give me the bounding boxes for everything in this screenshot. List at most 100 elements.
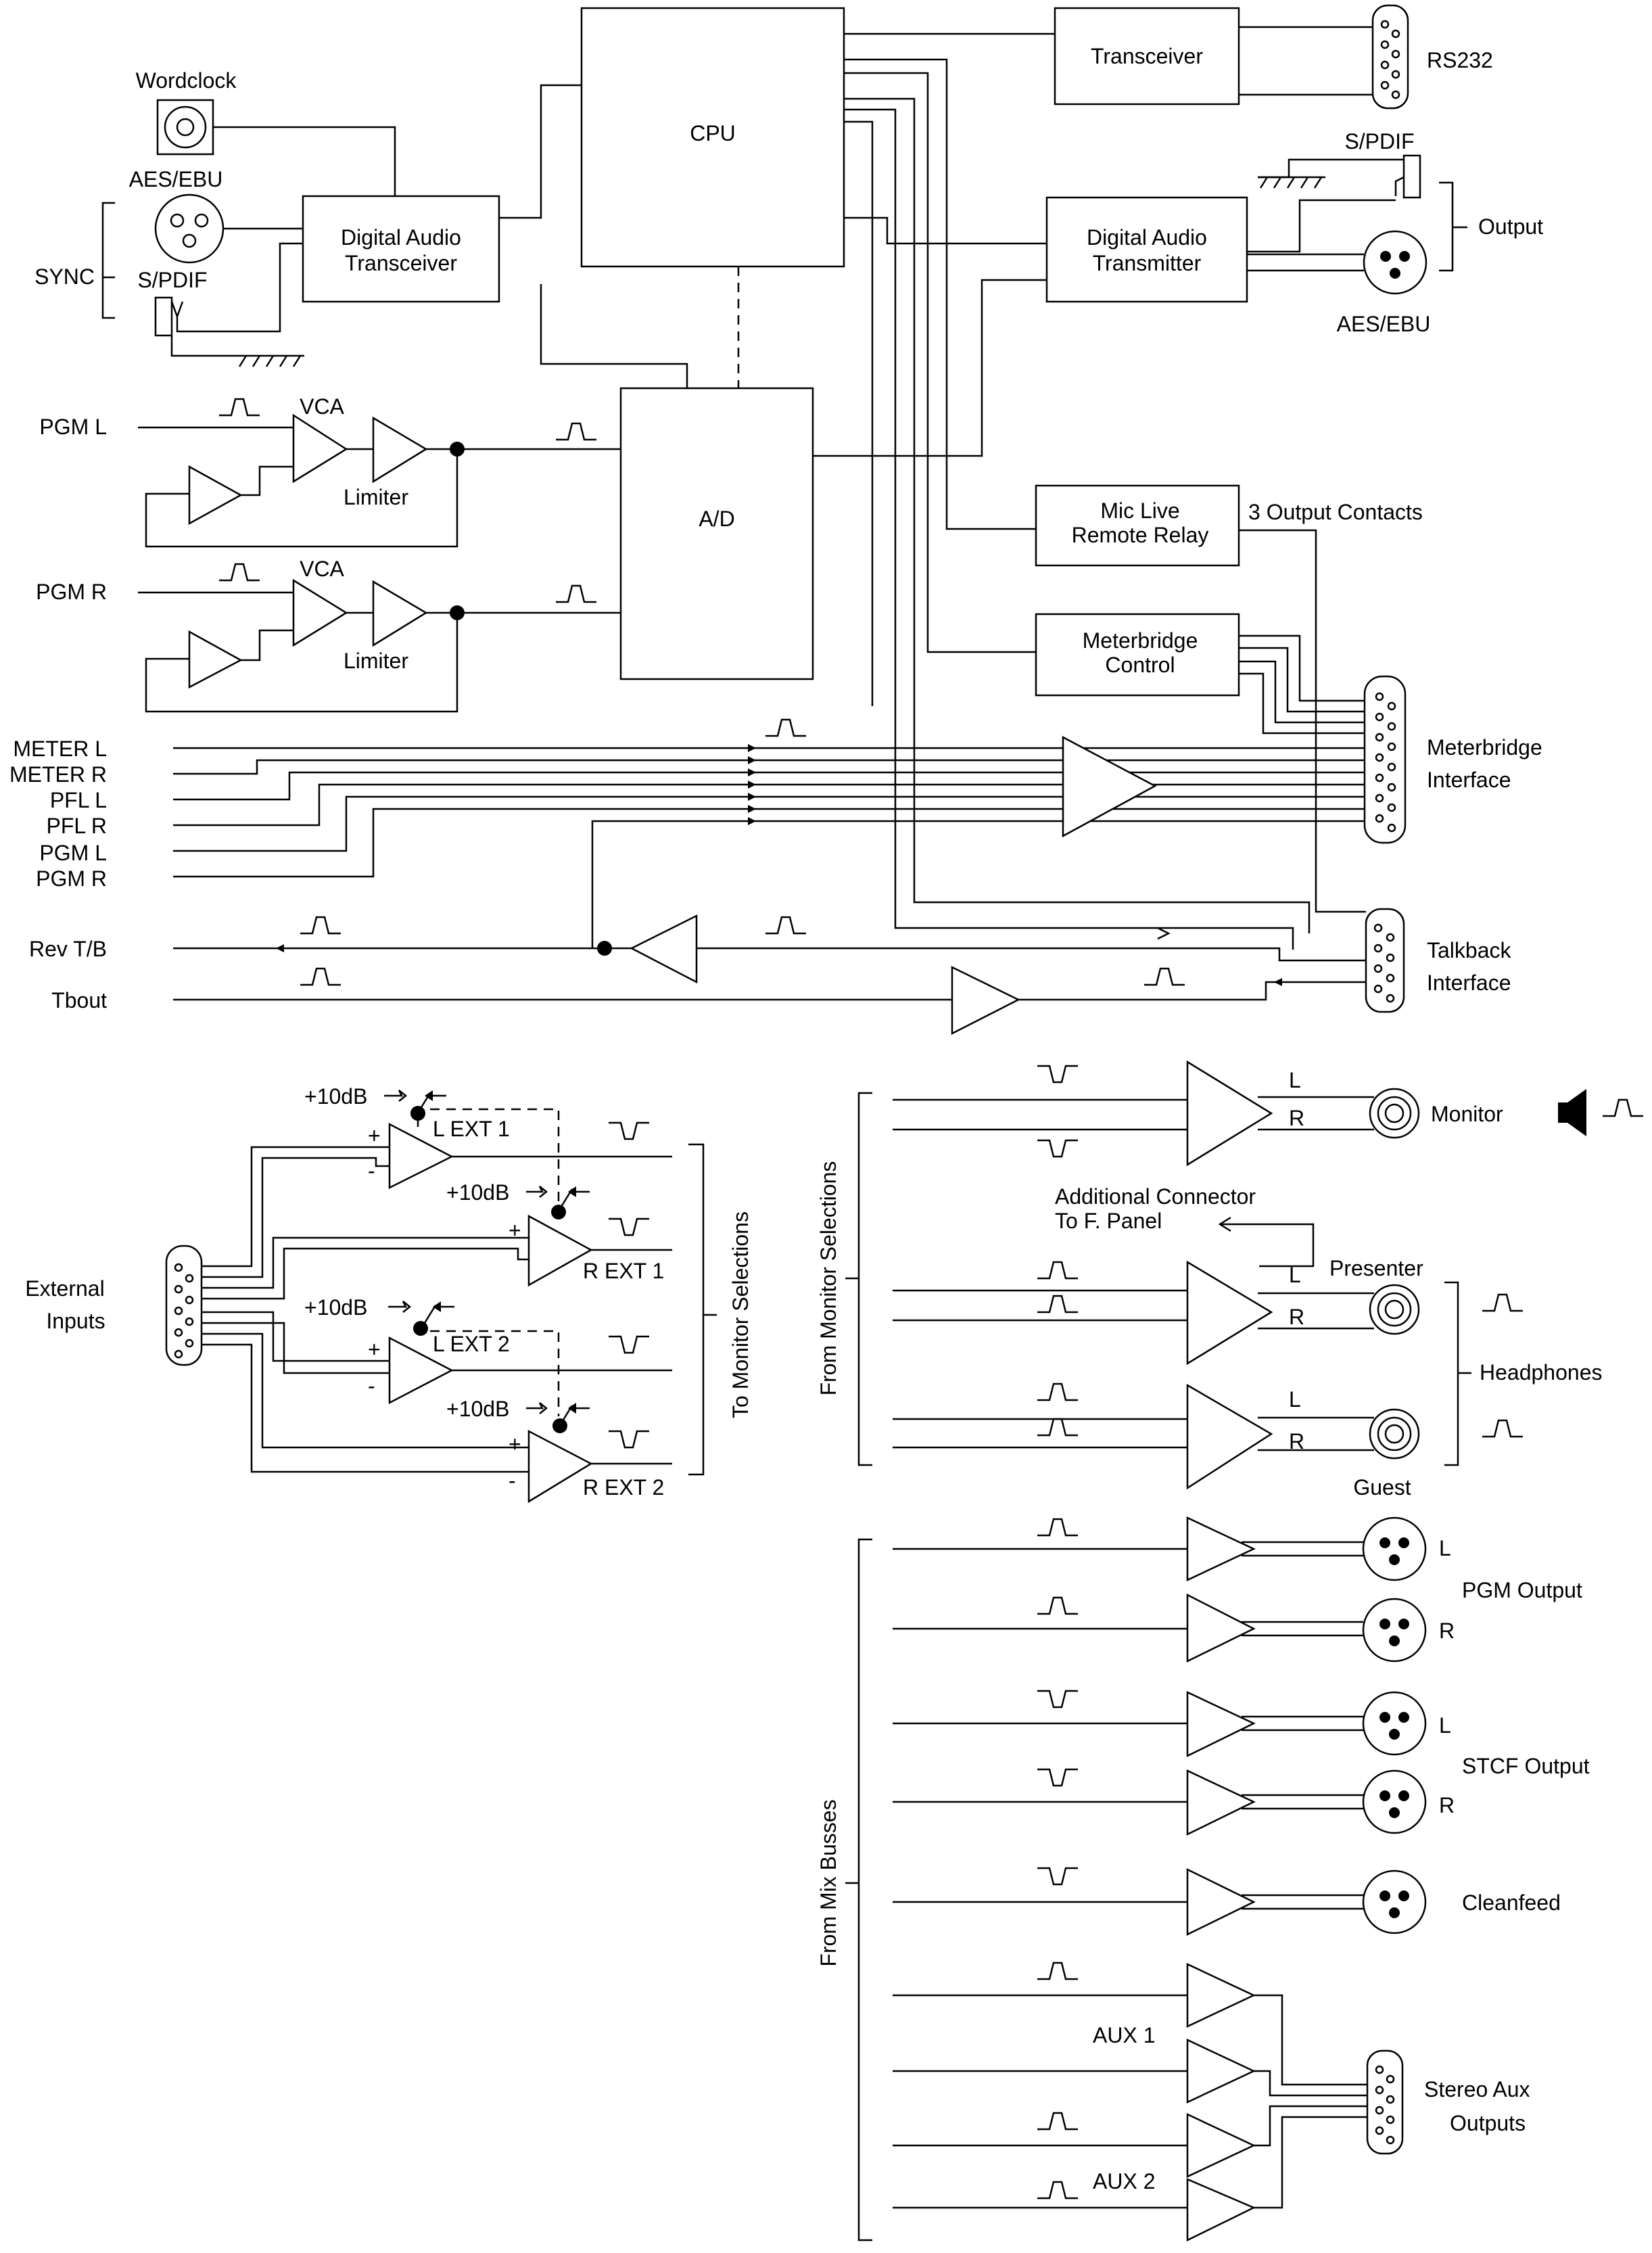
detector-l-amplifier	[188, 465, 243, 526]
spdif-output-label: S/PDIF	[1344, 129, 1414, 154]
pgm-r-input-label: PGM R	[36, 580, 107, 604]
presenter-jack	[1369, 1284, 1420, 1335]
meterctl-line1: Meterbridge	[1083, 628, 1198, 653]
talkback-line1: Talkback	[1427, 938, 1512, 962]
spdif-input-connector	[154, 242, 306, 368]
vca-l-label: VCA	[300, 394, 344, 419]
presenter-headphone-amplifier	[1186, 1260, 1273, 1366]
stcf-output-l-amplifier	[1186, 1691, 1256, 1758]
transceiver-label: Transceiver	[1091, 44, 1203, 68]
external-inputs-line2: Inputs	[46, 1309, 105, 1333]
stcf-out-r-label: R	[1439, 1793, 1455, 1817]
tbout-label: Tbout	[51, 988, 107, 1013]
stereo-aux-line2: Outputs	[1450, 2111, 1526, 2135]
detector-r-amplifier	[188, 630, 243, 689]
pgm-output-r-amplifier	[1186, 1593, 1256, 1663]
to-monitor-label: To Monitor Selections	[728, 1211, 753, 1418]
gain-r-ext1-label: +10dB	[446, 1180, 509, 1205]
aux1-r-amplifier	[1186, 2039, 1256, 2104]
meterbridge-line2: Interface	[1427, 768, 1511, 792]
wordclock-label: Wordclock	[136, 68, 237, 93]
r-ext1-plus: +	[509, 1218, 521, 1242]
pgm-output-l-amplifier	[1186, 1516, 1256, 1581]
output-contacts-label: 3 Output Contacts	[1248, 500, 1423, 524]
from-mix-bracket	[857, 1538, 872, 2242]
mic-live-relay-block: Mic Live Remote Relay	[1035, 484, 1240, 567]
aux2-l-amplifier	[1186, 2113, 1256, 2178]
rs232-label: RS232	[1427, 48, 1493, 72]
pgm-output-l-connector	[1362, 1516, 1427, 1581]
meterbridge-interface-connector	[1363, 675, 1407, 844]
guest-l-label: L	[1289, 1387, 1301, 1412]
aes-ebu-output-label: AES/EBU	[1337, 312, 1431, 336]
gain-l-ext1-label: +10dB	[304, 1084, 367, 1109]
pgm-output-r-connector	[1362, 1598, 1427, 1663]
talkback-interface-connector	[1365, 908, 1405, 1013]
limiter-l-label: Limiter	[344, 485, 408, 509]
aux2-label: AUX 2	[1093, 2169, 1155, 2193]
presenter-r-label: R	[1289, 1305, 1304, 1329]
pfl-l-label: PFL L	[50, 788, 107, 812]
limiter-r-amplifier	[372, 580, 428, 647]
pfl-r-label: PFL R	[47, 814, 108, 838]
dat-line2: Transceiver	[345, 251, 457, 275]
presenter-l-label: L	[1289, 1263, 1301, 1287]
l-ext1-minus: -	[368, 1159, 375, 1183]
pgm-l-meter-label: PGM L	[39, 841, 107, 865]
rev-talkback-amplifier	[630, 914, 698, 984]
meterbridge-control-block: Meterbridge Control	[1035, 613, 1240, 697]
transceiver-block: Transceiver	[1054, 7, 1240, 106]
guest-label: Guest	[1353, 1475, 1411, 1500]
dtx-line2: Transmitter	[1093, 251, 1202, 275]
r-ext2-plus: +	[509, 1432, 521, 1456]
spdif-input-label: S/PDIF	[137, 268, 207, 292]
aux1-label: AUX 1	[1093, 2023, 1155, 2047]
l-ext2-minus: -	[368, 1374, 375, 1398]
external-inputs-line1: External	[25, 1276, 104, 1301]
headphones-bracket	[1444, 1281, 1459, 1466]
stcf-out-l-label: L	[1439, 1713, 1451, 1738]
from-monitor-label: From Monitor Selections	[816, 1161, 841, 1396]
cpu-label: CPU	[690, 121, 736, 145]
digital-audio-transceiver-block: Digital Audio Transceiver	[302, 195, 500, 303]
r-ext1-amplifier	[527, 1214, 593, 1287]
dat-line1: Digital Audio	[341, 225, 461, 250]
pgm-r-meter-label: PGM R	[36, 866, 107, 891]
meter-r-label: METER R	[9, 762, 107, 787]
l-ext1-label: L EXT 1	[433, 1117, 510, 1141]
r-ext2-amplifier	[527, 1429, 593, 1504]
pgm-out-r-label: R	[1439, 1619, 1455, 1643]
digital-audio-transmitter-block: Digital Audio Transmitter	[1045, 196, 1248, 303]
sync-bracket	[101, 202, 115, 319]
gain-r-ext2-label: +10dB	[446, 1397, 509, 1421]
stcf-output-label: STCF Output	[1462, 1754, 1590, 1778]
additional-line2: To F. Panel	[1055, 1209, 1162, 1233]
meterbridge-line1: Meterbridge	[1427, 735, 1542, 760]
tbout-amplifier	[951, 965, 1020, 1036]
aes-ebu-input-connector	[154, 193, 225, 264]
l-ext1-amplifier	[388, 1122, 454, 1190]
dtx-line1: Digital Audio	[1087, 225, 1207, 250]
stereo-aux-connector	[1366, 2049, 1404, 2155]
pgm-output-label: PGM Output	[1462, 1578, 1582, 1602]
additional-line1: Additional Connector	[1055, 1184, 1256, 1209]
headphones-label: Headphones	[1480, 1360, 1602, 1385]
spdif-output-connector	[1247, 154, 1421, 253]
meter-bus-arrowheads	[748, 744, 756, 825]
talkback-line2: Interface	[1427, 971, 1511, 995]
relay-line2: Remote Relay	[1072, 523, 1209, 547]
meter-input-labels: METER L METER R PFL L PFL R PGM L PGM R	[9, 737, 107, 891]
cpu-block: CPU	[580, 7, 845, 268]
stereo-aux-line1: Stereo Aux	[1424, 2077, 1530, 2101]
limiter-r-label: Limiter	[344, 649, 408, 673]
stcf-output-r-connector	[1362, 1769, 1427, 1834]
external-inputs-connector	[165, 1245, 203, 1366]
stcf-output-l-connector	[1362, 1691, 1427, 1756]
to-monitor-bracket	[688, 1143, 705, 1476]
monitor-amplifier	[1186, 1060, 1273, 1167]
monitor-r-label: R	[1289, 1106, 1304, 1130]
l-ext2-amplifier	[388, 1336, 454, 1405]
r-ext2-label: R EXT 2	[583, 1475, 664, 1500]
pgm-out-l-label: L	[1439, 1536, 1451, 1560]
guest-jack	[1369, 1408, 1420, 1460]
